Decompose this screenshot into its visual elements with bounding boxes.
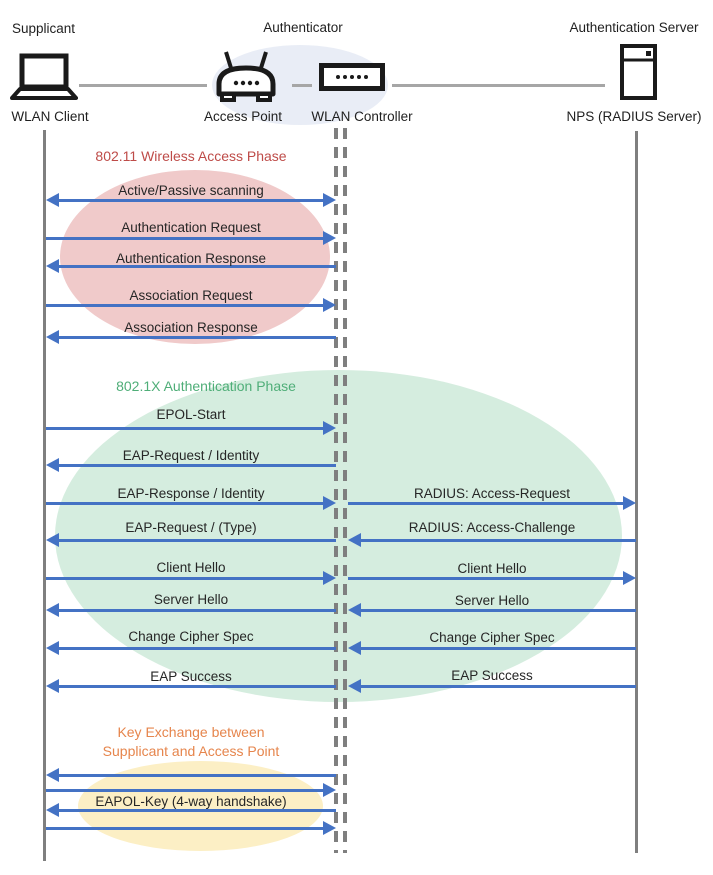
message-arrow-right	[46, 421, 336, 435]
message-label: Server Hello	[454, 593, 530, 608]
message-arrow-left	[46, 259, 336, 273]
phase2-title: 802.1X Authentication Phase	[116, 378, 296, 394]
message-label: EAP-Request / (Type)	[125, 520, 257, 535]
message-label: Client Hello	[457, 561, 527, 576]
message-arrow-left	[46, 768, 336, 782]
connector-line	[79, 84, 207, 87]
message-label: EAP Success	[451, 668, 533, 683]
message-arrow-right	[46, 571, 336, 585]
phase1-title: 802.11 Wireless Access Phase	[95, 148, 287, 164]
message-arrow-left	[46, 803, 336, 817]
wlan-controller-icon	[319, 63, 385, 96]
message-label: Association Response	[124, 320, 258, 335]
lifeline-radius-server	[635, 131, 638, 853]
message-label: Change Cipher Spec	[429, 630, 555, 645]
message-label: RADIUS: Access-Request	[413, 486, 571, 501]
message-arrow-right	[46, 298, 336, 312]
message-arrow-left	[348, 641, 636, 655]
device-label-wlan-controller: WLAN Controller	[311, 109, 413, 124]
message-label: EAP Success	[150, 669, 232, 684]
message-label: Authentication Response	[115, 251, 267, 266]
laptop-icon	[10, 53, 78, 106]
phase3-title-line2: Supplicant and Access Point	[102, 743, 280, 759]
lifeline-authenticator-dashed-1	[334, 128, 338, 853]
message-label: Authentication Request	[121, 220, 261, 235]
message-label: Association Request	[129, 288, 253, 303]
message-arrow-right	[348, 571, 636, 585]
message-arrow-both	[46, 193, 336, 207]
message-label: Client Hello	[156, 560, 226, 575]
lifeline-wlan-client	[43, 130, 46, 861]
message-arrow-right	[46, 783, 336, 797]
message-label: Server Hello	[153, 592, 229, 607]
message-label: EAP-Response / Identity	[117, 486, 265, 501]
connector-line	[392, 84, 605, 87]
message-arrow-right	[46, 821, 336, 835]
access-point-icon	[213, 49, 279, 110]
message-arrow-left	[46, 330, 336, 344]
device-label-access-point: Access Point	[203, 109, 283, 124]
message-arrow-left	[46, 533, 336, 547]
role-label-supplicant: Supplicant	[12, 21, 76, 36]
device-label-nps-radius-server: NPS (RADIUS Server)	[566, 109, 702, 124]
message-arrow-right	[46, 496, 336, 510]
message-arrow-left	[348, 603, 636, 617]
message-label: EAP-Request / Identity	[122, 448, 260, 463]
message-arrow-left	[46, 458, 336, 472]
lifeline-authenticator-dashed-2	[343, 128, 347, 853]
phase3-title-line1: Key Exchange between	[117, 724, 265, 740]
message-label: RADIUS: Access-Challenge	[408, 520, 576, 535]
message-arrow-right	[348, 496, 636, 510]
message-arrow-left	[46, 641, 336, 655]
message-arrow-left	[348, 679, 636, 693]
message-arrow-left	[46, 679, 336, 693]
role-label-authenticator: Authenticator	[263, 20, 343, 35]
message-arrow-left	[46, 603, 336, 617]
message-arrow-right	[46, 231, 336, 245]
message-label: Change Cipher Spec	[128, 629, 254, 644]
device-label-wlan-client: WLAN Client	[11, 109, 89, 124]
connector-line	[292, 84, 312, 87]
role-label-authentication-server: Authentication Server	[569, 20, 699, 35]
server-icon	[620, 44, 657, 105]
message-arrow-left	[348, 533, 636, 547]
message-label: EPOL-Start	[156, 407, 226, 422]
message-label: Active/Passive scanning	[118, 183, 264, 198]
message-label: EAPOL-Key (4-way handshake)	[95, 794, 287, 809]
